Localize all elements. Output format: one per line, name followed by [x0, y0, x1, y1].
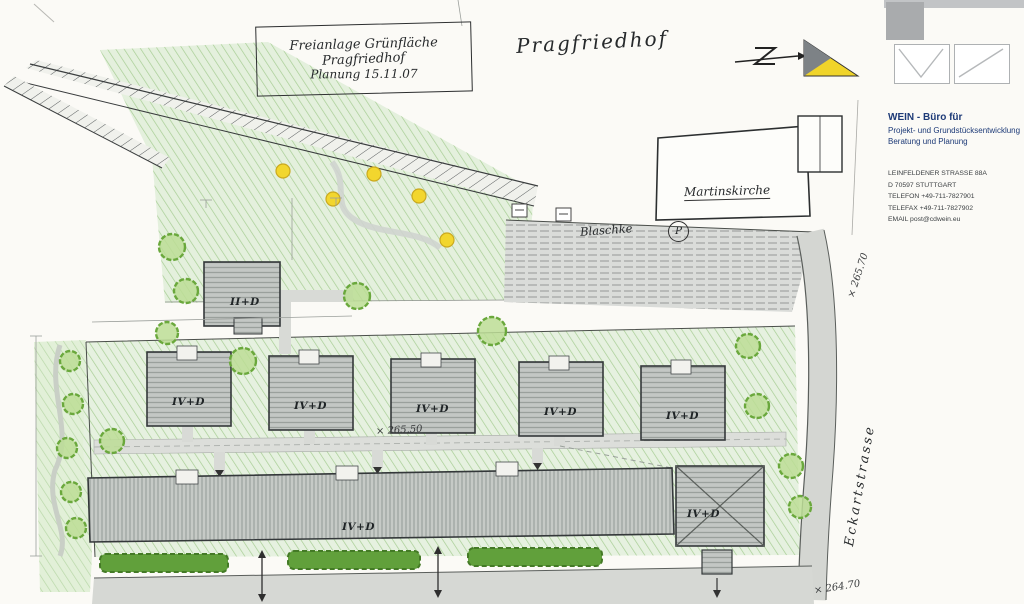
logo-diagonal-glyph — [958, 48, 1004, 78]
logo-v-glyph — [898, 48, 944, 79]
firm-line-3: Beratung und Planung — [888, 137, 968, 146]
building-row-label: IV+D — [172, 396, 205, 408]
parking-area — [504, 203, 815, 312]
building-row-label: IV+D — [544, 406, 577, 418]
church-martinskirche — [655, 115, 843, 221]
bottom-road — [92, 565, 814, 604]
firm-logo-square — [886, 2, 924, 40]
yellow-path-markers — [275, 163, 455, 248]
firm-title-block: WEIN - Büro für Projekt- und Grundstücks… — [884, 0, 1024, 225]
meandering-footpath — [329, 160, 443, 251]
firm-address-line: TELEFON +49-711-7827901 — [888, 193, 975, 201]
cemetery-path-bands — [3, 60, 539, 207]
parking-symbol: P — [668, 221, 689, 242]
trees — [55, 232, 813, 540]
walkways — [93, 290, 787, 477]
firm-logo-mark-left — [894, 44, 950, 84]
firm-address-line: TELEFAX +49-711-7827902 — [888, 204, 974, 212]
building-row-label: IV+D — [666, 410, 699, 422]
scan-mark — [33, 3, 55, 23]
firm-address-line: D 70597 STUTTGART — [888, 181, 957, 189]
entrance-arrows — [258, 546, 442, 602]
building-row — [146, 345, 726, 441]
building-top-label: II+D — [230, 296, 260, 308]
firm-logo-mark-right — [954, 44, 1010, 84]
building-top — [203, 261, 281, 335]
building-long — [87, 461, 675, 543]
hedges — [99, 547, 603, 573]
building-corner-label: IV+D — [687, 508, 720, 520]
firm-address-line: EMAIL post@cdwein.eu — [888, 216, 961, 224]
building-row-label: IV+D — [416, 403, 449, 415]
title-line-3: Planung 15.11.07 — [310, 66, 419, 82]
firm-address: LEINFELDENER STRASSE 88A D 70597 STUTTGA… — [888, 168, 987, 226]
firm-line-2: Projekt- und Grundstücksentwicklung — [888, 126, 1021, 135]
church-label: Martinskirche — [683, 182, 771, 202]
firm-gray-band — [884, 0, 1024, 8]
street-eckartstrasse — [796, 99, 859, 601]
drawing-title-box: Freianlage Grünfläche Pragfriedhof Planu… — [255, 21, 473, 97]
firm-name: WEIN - Büro für — [888, 112, 963, 123]
construction-lines — [30, 0, 463, 557]
building-row-label: IV+D — [294, 400, 327, 412]
north-arrow — [734, 39, 860, 77]
building-corner — [675, 465, 765, 598]
left-green-strip — [34, 340, 92, 592]
firm-address-line: LEINFELDENER STRASSE 88A — [888, 170, 987, 177]
building-long-label: IV+D — [342, 521, 375, 533]
